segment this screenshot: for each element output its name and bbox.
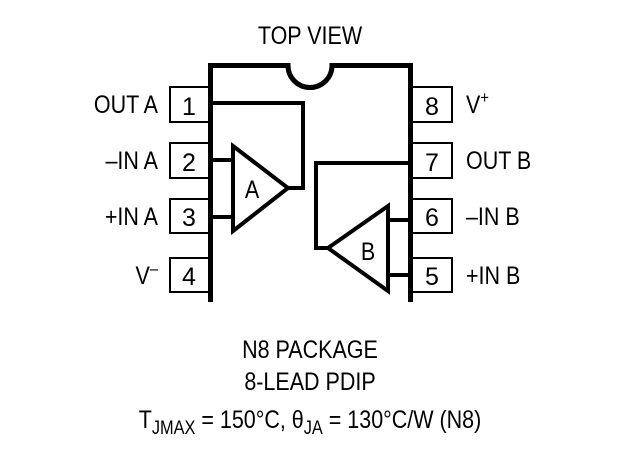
pin-number: 6 xyxy=(425,204,439,232)
pin-number: 5 xyxy=(425,263,439,291)
amp-a-label: A xyxy=(245,175,260,203)
pin-number: 3 xyxy=(182,204,196,232)
pin-7: 7 xyxy=(411,142,453,179)
amplifier-a: A xyxy=(210,101,305,236)
package-type: 8-LEAD PDIP xyxy=(244,367,375,395)
pin-1-label: OUT A xyxy=(94,90,158,118)
pin-1: 1 xyxy=(169,86,210,123)
pin-number: 4 xyxy=(182,263,196,291)
pin-4-label: V– xyxy=(136,260,159,289)
pin-6-label: –IN B xyxy=(466,202,520,230)
pin-3: 3 xyxy=(169,198,210,234)
pin-number: 2 xyxy=(182,149,196,177)
pin-2-label: –IN A xyxy=(105,146,158,174)
pin-8-label: V+ xyxy=(466,89,489,118)
pin-number: 1 xyxy=(182,93,196,121)
pin-3-label: +IN A xyxy=(105,202,159,230)
thermal-spec: TJMAX = 150°C, θJA = 130°C/W (N8) xyxy=(139,405,481,438)
pin-7-label: OUT B xyxy=(466,146,531,174)
view-title: TOP VIEW xyxy=(258,21,362,49)
pin-2: 2 xyxy=(169,142,210,179)
pin-number: 8 xyxy=(425,93,439,121)
pin-8: 8 xyxy=(411,86,453,123)
pin-4: 4 xyxy=(169,257,210,293)
package-name: N8 PACKAGE xyxy=(242,335,378,363)
pin-5-label: +IN B xyxy=(466,261,520,289)
pin-5: 5 xyxy=(411,257,453,293)
pin-6: 6 xyxy=(411,198,453,234)
pin-number: 7 xyxy=(425,149,439,177)
amplifier-b: B xyxy=(314,161,410,295)
package-body xyxy=(208,63,413,302)
amp-b-label: B xyxy=(361,237,375,265)
